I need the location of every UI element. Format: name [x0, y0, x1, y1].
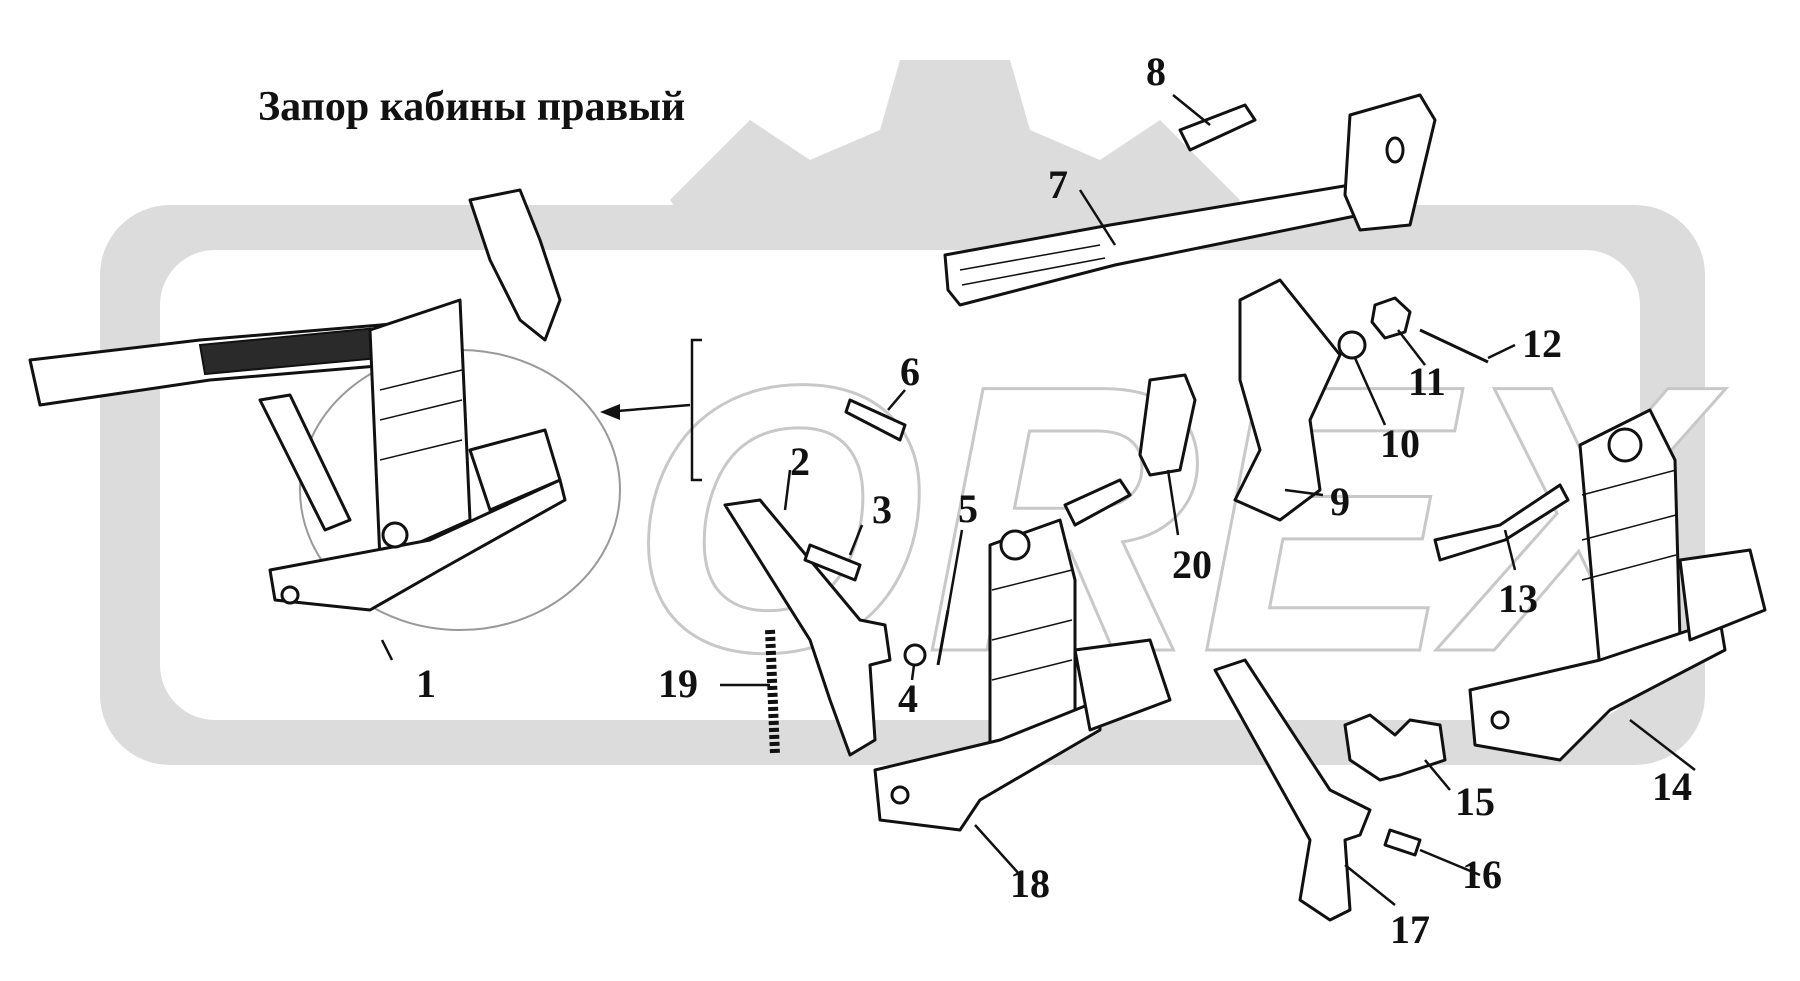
callout-8: 8 — [1146, 49, 1166, 94]
part-11-nut — [1370, 296, 1412, 340]
part-13-bolt — [1433, 483, 1570, 562]
part-16-bolt — [1383, 828, 1422, 857]
callout-18: 18 — [1010, 861, 1050, 906]
diagram-title: Запор кабины правый — [258, 84, 685, 130]
part-6-pin — [844, 398, 907, 442]
callout-14: 14 — [1652, 764, 1692, 809]
callout-15: 15 — [1455, 779, 1495, 824]
part-18-bracket — [873, 478, 1172, 832]
part-2-lever — [723, 498, 892, 757]
part-15-hinge — [1343, 713, 1447, 782]
part-12-pin — [1419, 328, 1489, 364]
part-1-assembly — [28, 188, 621, 631]
callout-19: 19 — [658, 661, 698, 706]
assembly-arrow — [600, 338, 702, 482]
part-20-plate — [1138, 373, 1197, 477]
callout-13: 13 — [1498, 576, 1538, 621]
callout-17: 17 — [1390, 907, 1430, 952]
part-10-washer — [1337, 330, 1367, 360]
callout-20: 20 — [1172, 542, 1212, 587]
callout-12: 12 — [1522, 321, 1562, 366]
leader-lines — [380, 94, 1696, 906]
part-3-bolt — [803, 543, 862, 582]
callout-10: 10 — [1380, 421, 1420, 466]
part-9-hook — [1233, 278, 1342, 522]
callout-5: 5 — [958, 486, 978, 531]
callout-4: 4 — [898, 676, 918, 721]
part-17-lever — [1213, 658, 1372, 922]
part-14-bracket — [1468, 408, 1767, 762]
callout-numbers: 1 2 3 4 5 6 7 8 9 10 11 12 13 14 15 16 1… — [416, 49, 1692, 952]
callout-9: 9 — [1330, 479, 1350, 524]
callout-6: 6 — [900, 349, 920, 394]
part-5-cotter — [936, 609, 950, 666]
part-7-handle — [943, 93, 1437, 307]
callout-7: 7 — [1048, 162, 1068, 207]
part-4-nut — [903, 643, 927, 667]
callout-2: 2 — [790, 439, 810, 484]
callout-3: 3 — [872, 487, 892, 532]
callout-16: 16 — [1462, 852, 1502, 897]
part-8-bolt — [1178, 103, 1257, 152]
callout-11: 11 — [1408, 359, 1446, 404]
callout-1: 1 — [416, 661, 436, 706]
